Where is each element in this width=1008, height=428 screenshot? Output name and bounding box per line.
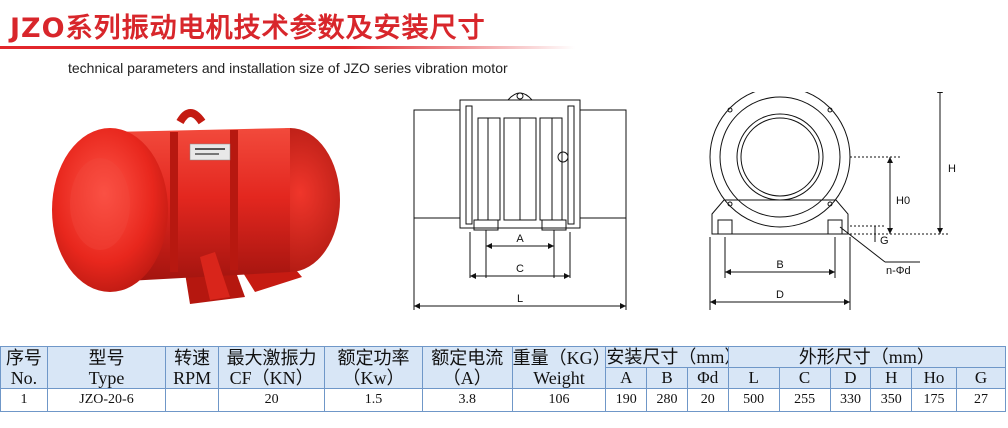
table-row: 1 JZO-20-6 20 1.5 3.8 106 190 280 20 500… xyxy=(0,388,1007,412)
cell-d-hole: 20 xyxy=(686,388,729,412)
title-underline xyxy=(0,46,575,49)
dim-label-d: D xyxy=(776,289,784,301)
side-view-drawing: A C L xyxy=(413,92,627,310)
cell-g: 27 xyxy=(955,388,1007,412)
cell-a: 190 xyxy=(605,388,648,412)
cell-current: 3.8 xyxy=(421,388,513,412)
col-header-ho: Ho xyxy=(911,367,957,389)
cell-type: JZO-20-6 xyxy=(46,388,167,412)
cell-l: 500 xyxy=(727,388,780,412)
col-header-weight: 重量（KG）Weight xyxy=(511,346,607,389)
cell-h: 350 xyxy=(870,388,913,412)
cell-d: 330 xyxy=(829,388,872,412)
col-header-b: B xyxy=(646,367,688,389)
cell-b: 280 xyxy=(646,388,688,412)
col-header-install: 安装尺寸（mm） xyxy=(605,346,729,368)
col-header-h: H xyxy=(870,367,913,389)
cell-cf: 20 xyxy=(218,388,326,412)
col-header-current: 额定电流（A） xyxy=(421,346,513,389)
dim-label-a: A xyxy=(516,233,524,245)
col-header-l: L xyxy=(727,367,780,389)
cell-rpm xyxy=(165,388,220,412)
header-row-2: A B Φd L C D H Ho G xyxy=(1,367,1007,389)
col-header-a: A xyxy=(605,367,648,389)
dim-label-h0: H0 xyxy=(896,195,910,207)
cell-no: 1 xyxy=(0,388,48,412)
cell-power: 1.5 xyxy=(324,388,423,412)
dim-label-h: H xyxy=(948,163,956,175)
dim-label-l: L xyxy=(517,293,523,305)
col-header-d: D xyxy=(829,367,872,389)
cell-ho: 175 xyxy=(911,388,957,412)
col-header-g: G xyxy=(955,367,1007,389)
col-header-power: 额定功率（Kw） xyxy=(324,346,423,389)
dim-label-c: C xyxy=(516,263,524,275)
page-subtitle: technical parameters and installation si… xyxy=(68,60,508,76)
col-header-d-hole: Φd xyxy=(686,367,729,389)
end-view-drawing: H H0 G B D n-Φd xyxy=(709,92,956,310)
col-header-c: C xyxy=(778,367,831,389)
cell-weight: 106 xyxy=(511,388,607,412)
page-title: JZO系列振动电机技术参数及安装尺寸 xyxy=(10,13,486,44)
motor-photo xyxy=(52,109,340,304)
dim-label-g: G xyxy=(880,235,889,247)
cell-c: 255 xyxy=(778,388,831,412)
col-header-outline: 外形尺寸（mm） xyxy=(727,346,1007,368)
dim-label-hole: n-Φd xyxy=(886,265,911,277)
dim-label-b: B xyxy=(776,259,783,271)
